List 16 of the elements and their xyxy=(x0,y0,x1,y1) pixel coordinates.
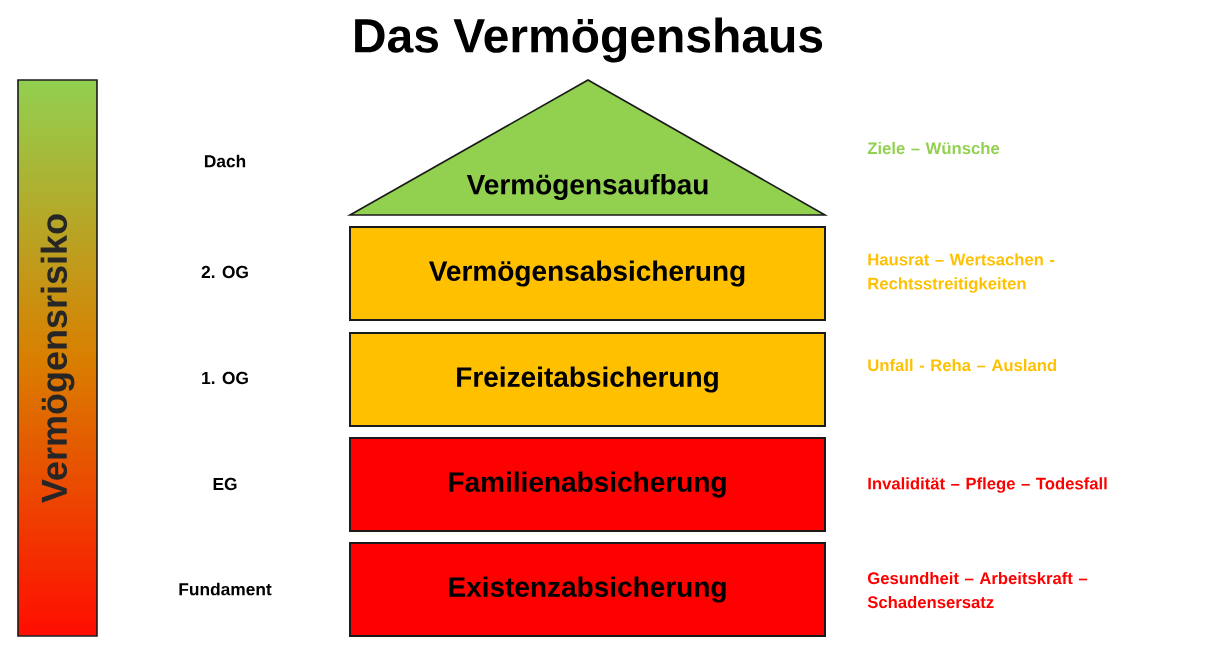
floor-box: Vermögensabsicherung xyxy=(349,226,826,321)
description-text: Invalidität – Pflege – Todesfall xyxy=(868,477,1107,493)
description-text: Ziele – Wünsche xyxy=(867,141,1000,155)
description-text: Gesundheit – Arbeitskraft – Schadensersatz xyxy=(867,571,1088,609)
floor-label: 1. OG xyxy=(202,371,248,385)
floor-label: 2. OG xyxy=(201,265,248,279)
floor-box: Freizeitabsicherung xyxy=(349,332,826,427)
floor-label: Fundament xyxy=(179,582,272,596)
floor-box: Familienabsicherung xyxy=(349,437,826,532)
risk-gradient-bar: Vermögensrisiko xyxy=(17,79,98,637)
floor-label: Dach xyxy=(204,154,246,168)
floor-label: EG xyxy=(213,477,237,491)
description-text: Unfall - Reha – Ausland xyxy=(868,358,1056,372)
description-text: Hausrat – Wertsachen - Rechtsstreitigkeiten xyxy=(868,253,1055,293)
title: Das Vermögenshaus xyxy=(355,17,823,63)
floor-box: Existenzabsicherung xyxy=(349,542,826,637)
